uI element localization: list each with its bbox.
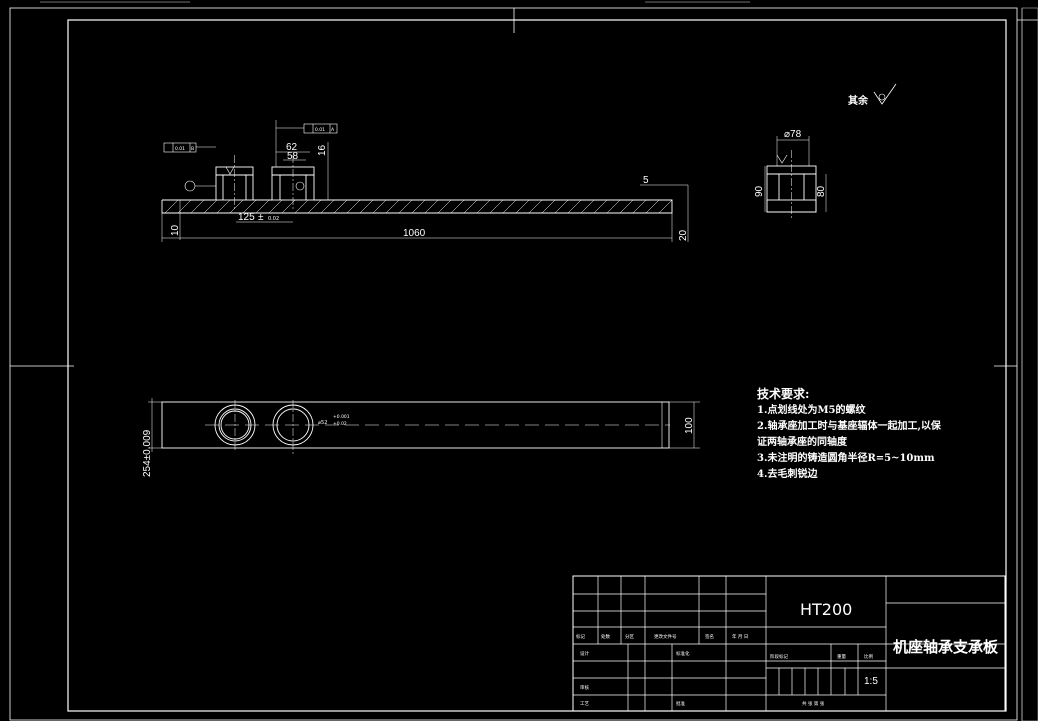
top-view-labels: 254±0.009 ⌀52 +0.001 +0.02 100 bbox=[142, 414, 695, 477]
dim-254: 254±0.009 bbox=[142, 429, 153, 477]
tb-design: 设计 bbox=[580, 650, 589, 657]
tb-sign: 签名 bbox=[705, 633, 714, 640]
tb-ratio: 比例 bbox=[864, 653, 873, 660]
top-view bbox=[148, 398, 700, 455]
side-view bbox=[764, 136, 827, 218]
tb-change-doc: 更改文件号 bbox=[654, 633, 677, 640]
dim-phi78: ⌀78 bbox=[784, 129, 802, 140]
drawing-frame bbox=[9, 7, 1038, 721]
tb-date: 年 月 日 bbox=[732, 633, 748, 640]
note-line-2: 2.轴承座加工时与基座辐体一起加工,以保 bbox=[757, 419, 942, 432]
tol-coaxial-value: 0.01 bbox=[175, 146, 185, 152]
note-line-3: 证两轴承座的同轴度 bbox=[757, 435, 848, 448]
dim-58: 58 bbox=[287, 151, 299, 162]
ruler-right bbox=[1021, 7, 1038, 721]
tb-weight: 重量 bbox=[837, 653, 846, 660]
tb-sheets: 共 张 第 张 bbox=[802, 700, 825, 707]
part-name: 机座轴承支承板 bbox=[893, 638, 999, 656]
tol-parallel-datum: A bbox=[331, 127, 335, 133]
tb-check: 审核 bbox=[580, 684, 589, 691]
dim-80: 80 bbox=[816, 185, 827, 197]
dim-100: 100 bbox=[684, 417, 695, 434]
title-block bbox=[572, 575, 1006, 712]
dim-bore-tol-upper: +0.001 bbox=[333, 414, 350, 420]
dim-90: 90 bbox=[754, 185, 765, 197]
note-line-1: 1.点划线处为M5的螺纹 bbox=[757, 403, 866, 416]
scale-value: 1:5 bbox=[864, 676, 878, 687]
tol-coaxial-datum: B bbox=[191, 146, 194, 152]
tb-zone: 分区 bbox=[625, 633, 634, 640]
front-view bbox=[161, 120, 689, 242]
technical-notes: 技术要求: 1.点划线处为M5的螺纹 2.轴承座加工时与基座辐体一起加工,以保 … bbox=[757, 386, 942, 480]
surface-finish-other: 其余 bbox=[848, 83, 897, 107]
dim-bore-tol-lower: +0.02 bbox=[333, 421, 347, 427]
tol-parallel-value: 0.01 bbox=[315, 127, 325, 133]
side-view-labels: ⌀78 90 80 bbox=[754, 129, 827, 197]
tb-stage-mark: 阶段标记 bbox=[770, 653, 788, 660]
dim-1060: 1060 bbox=[403, 228, 426, 239]
title-block-text: HT200 机座轴承支承板 1:5 标记 处数 分区 更改文件号 签名 年 月 … bbox=[576, 600, 999, 707]
dim-tol-002: 0.02 bbox=[268, 216, 279, 222]
dim-pm: ± bbox=[258, 212, 264, 223]
note-line-5: 4.去毛刺锐边 bbox=[757, 467, 818, 480]
dim-20: 20 bbox=[678, 229, 689, 241]
tb-mark: 标记 bbox=[576, 633, 585, 640]
dim-125: 125 bbox=[238, 212, 255, 223]
dim-bore: ⌀52 bbox=[318, 420, 327, 426]
dim-16: 16 bbox=[317, 144, 328, 156]
tb-count: 处数 bbox=[601, 633, 610, 640]
tb-process: 工艺 bbox=[580, 701, 589, 707]
tb-approve: 批准 bbox=[676, 700, 685, 707]
notes-title: 技术要求: bbox=[757, 386, 809, 401]
tb-standardize: 标准化 bbox=[676, 650, 690, 657]
note-line-4: 3.未注明的铸造圆角半径R=5~10mm bbox=[757, 451, 935, 464]
surface-other-label: 其余 bbox=[848, 94, 869, 107]
material-label: HT200 bbox=[800, 600, 852, 619]
dim-62: 62 bbox=[286, 142, 298, 153]
front-view-labels: 62 58 16 125 ± 0.02 10 1060 20 5 0.01 B … bbox=[170, 127, 689, 241]
dim-5: 5 bbox=[643, 175, 649, 186]
dim-10: 10 bbox=[170, 224, 181, 236]
